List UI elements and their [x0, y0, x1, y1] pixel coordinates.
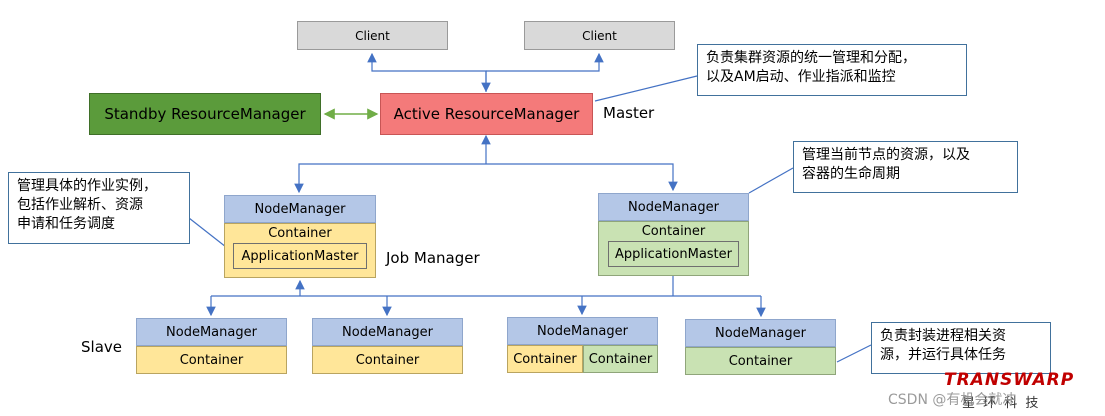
note-resourcemanager: 负责集群资源的统一管理和分配， 以及AM启动、作业指派和监控	[697, 44, 967, 96]
client-label: Client	[582, 28, 617, 43]
slave-2-nodemanager: NodeManager	[312, 318, 463, 346]
client-box-1: Client	[297, 21, 448, 50]
csdn-watermark: CSDN @有机会就冲	[888, 392, 1017, 408]
job-manager-label: Job Manager	[386, 249, 480, 267]
slave-label: Slave	[81, 338, 122, 356]
active-resourcemanager: Active ResourceManager	[380, 93, 593, 135]
container-right-label: Container	[641, 224, 706, 239]
nodemanager-left: NodeManager	[224, 195, 376, 223]
slave-3-container-b: Container	[583, 345, 658, 373]
standby-resourcemanager: Standby ResourceManager	[89, 93, 321, 135]
slave-4-container: Container	[685, 347, 836, 375]
slave-3-container-a: Container	[507, 345, 583, 373]
transwarp-subtitle: 星 环 科 技	[962, 396, 1041, 411]
slave-1-container: Container	[136, 346, 287, 374]
nodemanager-right: NodeManager	[598, 193, 749, 221]
note-slave: 负责封装进程相关资 源，并运行具体任务	[871, 322, 1051, 374]
appmaster-left: ApplicationMaster	[233, 243, 367, 269]
client-label: Client	[355, 28, 390, 43]
slave-3-nodemanager: NodeManager	[507, 317, 658, 345]
client-box-2: Client	[524, 21, 675, 50]
transwarp-logo: TRANSWARP	[944, 370, 1075, 390]
slave-1-nodemanager: NodeManager	[136, 318, 287, 346]
slave-4-nodemanager: NodeManager	[685, 319, 836, 347]
note-nodemanager: 管理当前节点的资源，以及 容器的生命周期	[793, 141, 1018, 193]
note-applicationmaster: 管理具体的作业实例， 包括作业解析、资源 申请和任务调度	[8, 172, 190, 244]
container-left-label: Container	[268, 226, 332, 241]
master-label: Master	[603, 104, 655, 122]
slave-2-container: Container	[312, 346, 463, 374]
appmaster-right: ApplicationMaster	[608, 241, 739, 267]
